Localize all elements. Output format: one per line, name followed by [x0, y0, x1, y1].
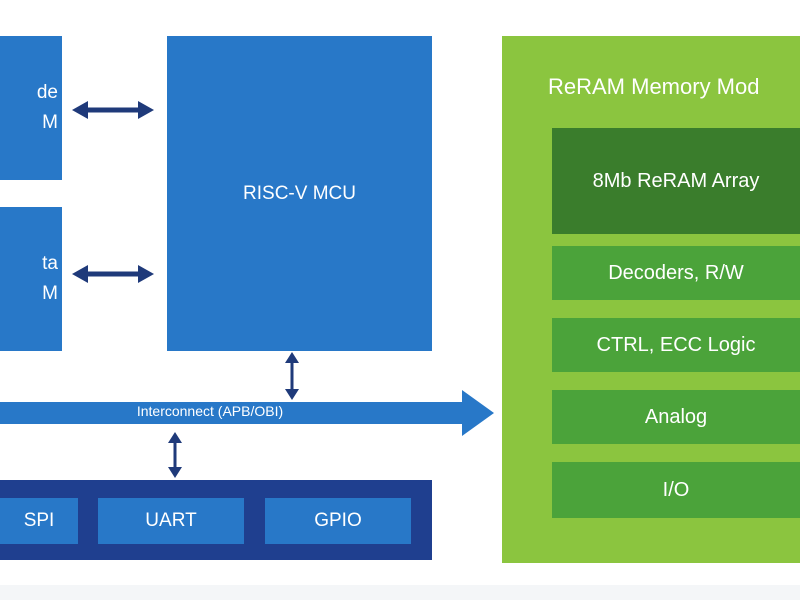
analog-block: Analog: [552, 390, 800, 444]
data-ram-label-line1: ta: [42, 253, 58, 274]
reram-array-block: 8Mb ReRAM Array: [552, 128, 800, 234]
code-ram-label-line1: de: [36, 82, 58, 103]
decoders-block: Decoders, R/W: [552, 246, 800, 300]
data-ram-mcu-arrow: [72, 265, 154, 283]
uart-label: UART: [145, 510, 197, 531]
bus-peripherals-arrow: [168, 432, 182, 478]
ctrl-ecc-label: CTRL, ECC Logic: [596, 333, 756, 356]
bottom-strip: [0, 585, 800, 600]
interconnect-label: Interconnect (APB/OBI): [136, 403, 284, 419]
code-ram-block: de M: [0, 36, 62, 180]
mcu-label: RISC-V MCU: [243, 182, 356, 204]
code-ram-mcu-arrow: [72, 101, 154, 119]
reram-array-label: 8Mb ReRAM Array: [592, 169, 760, 192]
gpio-label: GPIO: [314, 510, 362, 531]
spi-label: SPI: [23, 510, 55, 531]
reram-module-title: ReRAM Memory Mod: [548, 74, 760, 99]
data-ram-label-line2: M: [42, 283, 58, 304]
interconnect-bus-arrow: [0, 390, 494, 436]
uart-block: UART: [98, 498, 244, 544]
analog-label: Analog: [644, 405, 708, 428]
ctrl-ecc-block: CTRL, ECC Logic: [552, 318, 800, 372]
gpio-block: GPIO: [265, 498, 411, 544]
spi-block: SPI: [0, 498, 78, 544]
mcu-bus-arrow: [285, 352, 299, 400]
io-label: I/O: [662, 478, 690, 501]
code-ram-label-line2: M: [42, 112, 58, 133]
io-block: I/O: [552, 462, 800, 518]
decoders-label: Decoders, R/W: [608, 261, 744, 284]
risc-v-mcu-block: RISC-V MCU: [167, 36, 432, 351]
data-ram-block: ta M: [0, 207, 62, 351]
